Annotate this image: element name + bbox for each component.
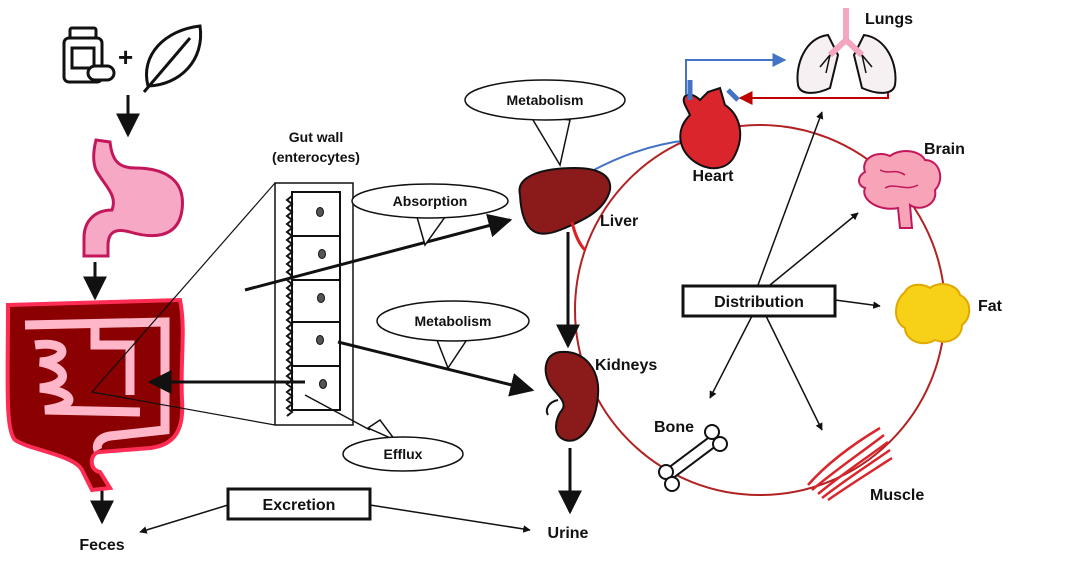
fat-illustration [895, 283, 971, 345]
cell-nuclei [316, 207, 327, 389]
distribution-text: Distribution [714, 294, 804, 311]
lungs-label: Lungs [865, 11, 913, 28]
absorption-bubble: Absorption [351, 183, 509, 247]
excretion-to-urine-arrow [369, 504, 531, 533]
hepatic-vein-line [589, 139, 691, 173]
urine-label: Urine [548, 525, 589, 542]
enterocyte-cells [285, 191, 341, 417]
heart-illustration [679, 80, 742, 170]
gut-wall-title: Gut wall [289, 129, 343, 145]
feces-label: Feces [79, 537, 124, 554]
brain-label: Brain [924, 141, 965, 158]
efflux-pointer [304, 394, 371, 431]
metabolism-gut-bubble: Metabolism [376, 300, 530, 370]
efflux-text: Efflux [384, 446, 423, 462]
liver-illustration [518, 166, 612, 252]
distribution-to-fat-arrow [834, 299, 881, 309]
leaf-icon [142, 24, 203, 93]
metabolism-arrow [337, 340, 535, 397]
heart-label: Heart [693, 168, 735, 185]
muscle-label: Muscle [870, 487, 924, 504]
excretion-to-feces-arrow [139, 504, 229, 534]
heart-to-lungs-arrow [685, 53, 787, 95]
excretion-box [226, 487, 372, 521]
distribution-to-muscle-arrow [765, 315, 823, 431]
distribution-to-lungs-arrow [757, 111, 824, 286]
lungs-illustration [796, 8, 897, 94]
zoom-line-bottom [91, 391, 276, 426]
kidney-illustration [544, 350, 600, 442]
absorption-text: Absorption [393, 193, 468, 209]
metabolism-gut-text: Metabolism [414, 313, 491, 329]
metabolism-liver-bubble: Metabolism [464, 79, 626, 167]
stomach-illustration [82, 138, 184, 258]
plus-sign: + [118, 42, 133, 72]
gut-wall-subtitle: (enterocytes) [272, 149, 360, 165]
muscle-illustration [807, 426, 893, 502]
bone-label: Bone [654, 419, 694, 436]
bone-illustration [658, 424, 728, 492]
efflux-bubble: Efflux [342, 418, 464, 472]
distribution-box [681, 284, 837, 318]
fat-label: Fat [978, 298, 1003, 315]
distribution-to-bone-arrow [709, 315, 753, 399]
zoom-line-top [91, 182, 276, 393]
metabolism-liver-text: Metabolism [506, 92, 583, 108]
excretion-text: Excretion [263, 497, 336, 514]
distribution-to-brain-arrow [769, 212, 859, 286]
intestine-illustration [5, 297, 185, 493]
kidneys-label: Kidneys [595, 357, 657, 374]
absorption-arrow [244, 213, 513, 292]
medicine-bottle-icon [62, 26, 116, 84]
liver-label: Liver [600, 213, 638, 230]
brain-illustration [858, 150, 942, 229]
